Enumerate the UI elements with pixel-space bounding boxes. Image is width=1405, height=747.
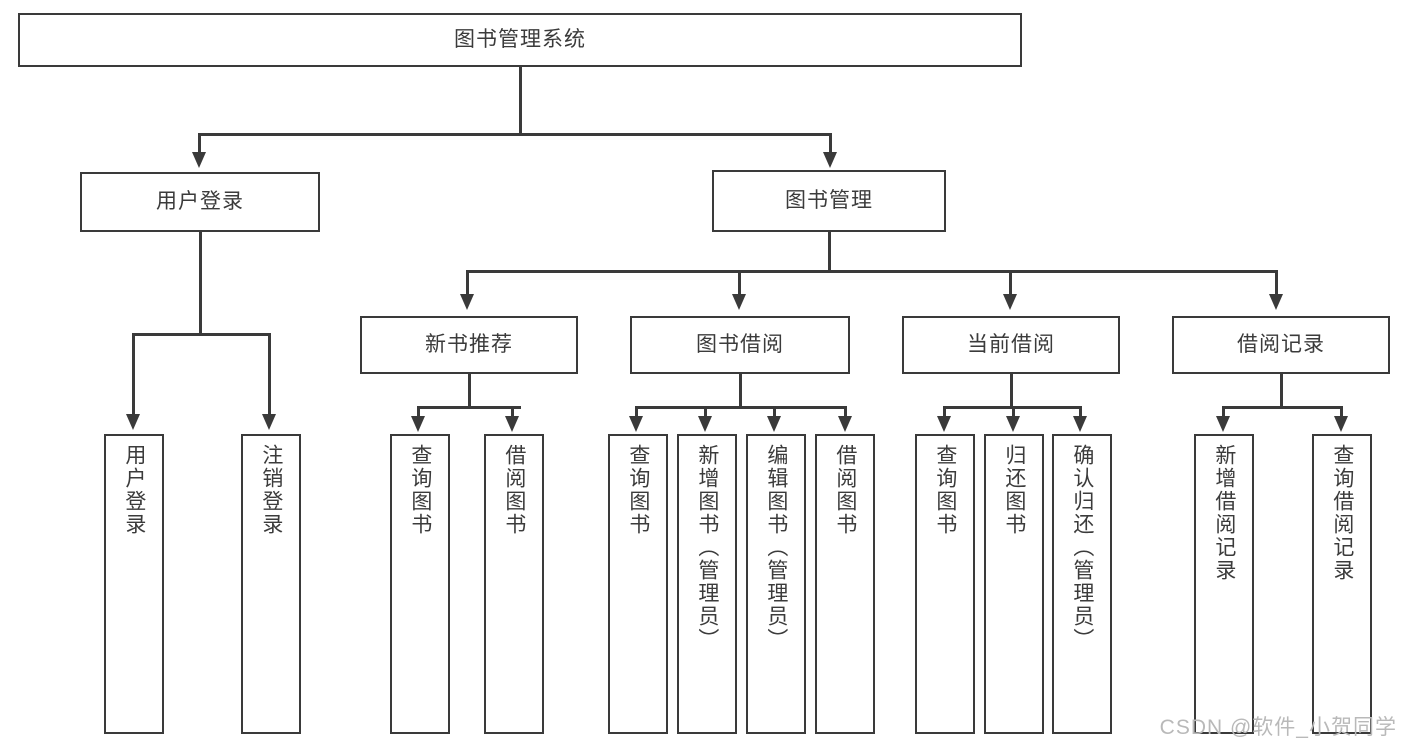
- leaf-br-add-record[interactable]: 新增借阅记录: [1194, 434, 1254, 734]
- arrow-br-child-2: [1334, 416, 1348, 432]
- leaf-label: 查询借阅记录: [1330, 444, 1354, 582]
- leaf-bb-borrow-book[interactable]: 借阅图书: [815, 434, 875, 734]
- leaf-label: 注销登录: [259, 444, 283, 536]
- arrow-bm-child-1: [460, 294, 474, 310]
- node-borrow-record[interactable]: 借阅记录: [1172, 316, 1390, 374]
- arrow-nbr-child-1: [411, 416, 425, 432]
- connector-root-to-user-login: [198, 133, 201, 152]
- leaf-label: 借阅图书: [502, 444, 526, 536]
- node-root-system[interactable]: 图书管理系统: [18, 13, 1022, 67]
- connector-user-login-child-1: [132, 333, 135, 414]
- connector-root-stem: [519, 67, 522, 135]
- connector-bb-child-4: [844, 406, 847, 416]
- leaf-label: 编辑图书（管理员）: [764, 444, 788, 651]
- leaf-label: 查询图书: [933, 444, 957, 536]
- node-book-management[interactable]: 图书管理: [712, 170, 946, 232]
- node-label: 新书推荐: [425, 332, 513, 356]
- connector-user-login-child-2: [268, 333, 271, 414]
- watermark: CSDN @软件_小贺同学: [1159, 716, 1397, 739]
- connector-user-login-stem: [199, 232, 202, 335]
- connector-nbr-stem: [468, 374, 471, 409]
- connector-br-child-1: [1222, 406, 1225, 416]
- connector-br-child-2: [1340, 406, 1343, 416]
- leaf-label: 用户登录: [122, 444, 146, 536]
- connector-user-login-bar: [132, 333, 271, 336]
- node-label: 图书借阅: [696, 332, 784, 356]
- leaf-label: 归还图书: [1002, 444, 1026, 536]
- node-label: 图书管理: [785, 188, 873, 212]
- arrow-cb-child-2: [1006, 416, 1020, 432]
- node-label: 当前借阅: [967, 332, 1055, 356]
- connector-bb-child-1: [635, 406, 638, 416]
- leaf-label: 确认归还（管理员）: [1070, 444, 1094, 651]
- leaf-nbr-query-book[interactable]: 查询图书: [390, 434, 450, 734]
- leaf-cb-return-book[interactable]: 归还图书: [984, 434, 1044, 734]
- connector-nbr-child-2: [511, 406, 514, 416]
- arrow-root-to-book-manage: [823, 152, 837, 168]
- leaf-label: 查询图书: [626, 444, 650, 536]
- connector-br-bar: [1222, 406, 1343, 409]
- connector-bb-stem: [739, 374, 742, 409]
- leaf-user-login[interactable]: 用户登录: [104, 434, 164, 734]
- leaf-label: 查询图书: [408, 444, 432, 536]
- arrow-user-login-child-2: [262, 414, 276, 430]
- node-label: 用户登录: [156, 189, 244, 213]
- connector-book-management-stem: [828, 232, 831, 273]
- arrow-nbr-child-2: [505, 416, 519, 432]
- connector-nbr-bar: [417, 406, 521, 409]
- node-book-borrow[interactable]: 图书借阅: [630, 316, 850, 374]
- connector-bb-bar: [635, 406, 847, 409]
- connector-bm-child-2: [738, 270, 741, 294]
- connector-root-bar: [198, 133, 831, 136]
- leaf-br-query-record[interactable]: 查询借阅记录: [1312, 434, 1372, 734]
- node-label: 图书管理系统: [454, 27, 586, 51]
- leaf-bb-query-book[interactable]: 查询图书: [608, 434, 668, 734]
- leaf-label: 新增图书（管理员）: [695, 444, 719, 651]
- leaf-bb-edit-book-admin[interactable]: 编辑图书（管理员）: [746, 434, 806, 734]
- node-current-borrow[interactable]: 当前借阅: [902, 316, 1120, 374]
- arrow-cb-child-3: [1073, 416, 1087, 432]
- arrow-bb-child-2: [698, 416, 712, 432]
- connector-bb-child-2: [704, 406, 707, 416]
- leaf-bb-add-book-admin[interactable]: 新增图书（管理员）: [677, 434, 737, 734]
- node-label: 借阅记录: [1237, 332, 1325, 356]
- arrow-user-login-child-1: [126, 414, 140, 430]
- connector-nbr-child-1: [417, 406, 420, 416]
- connector-cb-child-3: [1079, 406, 1082, 416]
- connector-bm-child-1: [466, 270, 469, 294]
- arrow-bb-child-3: [767, 416, 781, 432]
- leaf-cb-query-book[interactable]: 查询图书: [915, 434, 975, 734]
- connector-bm-child-3: [1009, 270, 1012, 294]
- connector-root-to-book-manage: [829, 133, 832, 152]
- connector-bb-child-3: [773, 406, 776, 416]
- connector-br-stem: [1280, 374, 1283, 409]
- node-user-login[interactable]: 用户登录: [80, 172, 320, 232]
- arrow-bm-child-4: [1269, 294, 1283, 310]
- leaf-label: 借阅图书: [833, 444, 857, 536]
- arrow-bm-child-2: [732, 294, 746, 310]
- arrow-br-child-1: [1216, 416, 1230, 432]
- arrow-bm-child-3: [1003, 294, 1017, 310]
- connector-cb-child-2: [1012, 406, 1015, 416]
- arrow-root-to-user-login: [192, 152, 206, 168]
- connector-bm-child-4: [1275, 270, 1278, 294]
- leaf-cb-confirm-return-admin[interactable]: 确认归还（管理员）: [1052, 434, 1112, 734]
- leaf-nbr-borrow-book[interactable]: 借阅图书: [484, 434, 544, 734]
- arrow-cb-child-1: [937, 416, 951, 432]
- arrow-bb-child-1: [629, 416, 643, 432]
- arrow-bb-child-4: [838, 416, 852, 432]
- leaf-label: 新增借阅记录: [1212, 444, 1236, 582]
- connector-book-management-bar: [466, 270, 1278, 273]
- connector-cb-stem: [1010, 374, 1013, 409]
- leaf-logout[interactable]: 注销登录: [241, 434, 301, 734]
- connector-cb-child-1: [943, 406, 946, 416]
- node-new-book-recommend[interactable]: 新书推荐: [360, 316, 578, 374]
